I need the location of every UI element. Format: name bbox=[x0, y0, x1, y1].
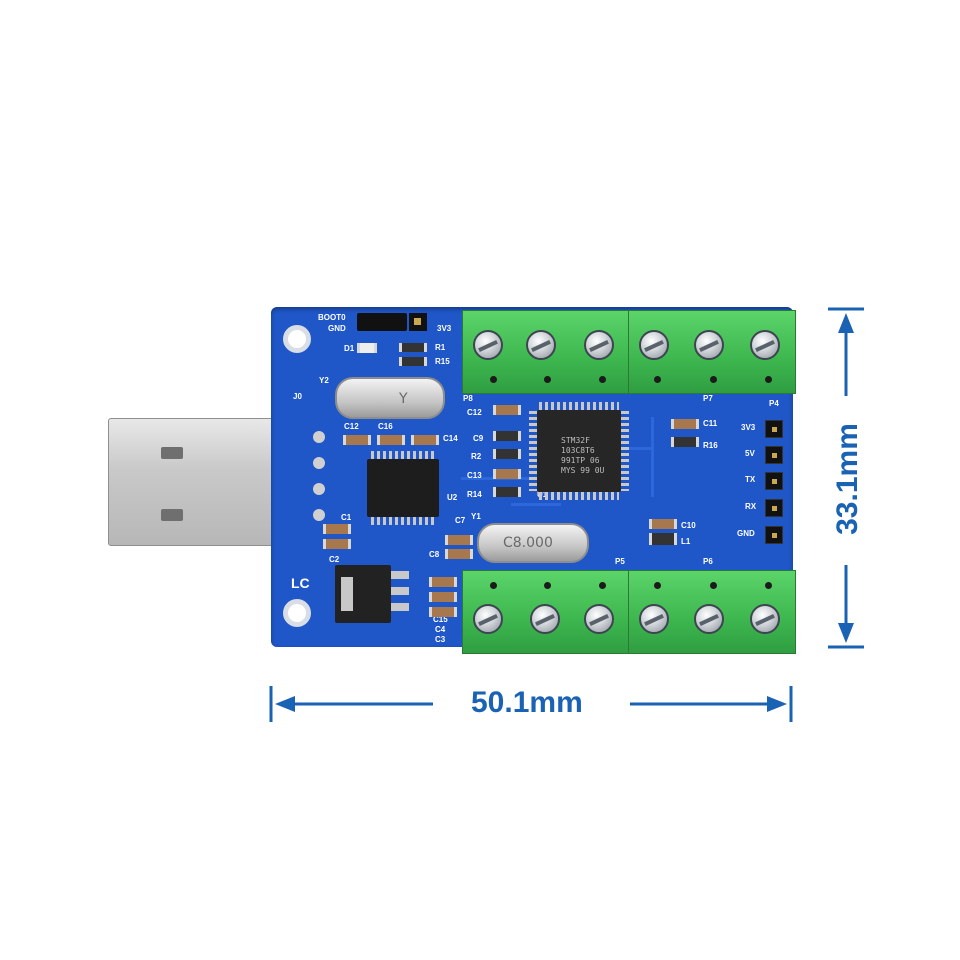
silk-d1: D1 bbox=[344, 344, 355, 353]
terminal-screw bbox=[584, 330, 614, 360]
silk-c15: C15 bbox=[433, 615, 448, 624]
terminal-screw bbox=[473, 330, 503, 360]
header-label-tx: TX bbox=[745, 475, 756, 484]
terminal-screw bbox=[639, 604, 669, 634]
header-pin-rx bbox=[765, 499, 783, 517]
silk-p4: P4 bbox=[769, 399, 779, 408]
silk-c11: C11 bbox=[703, 419, 718, 428]
silk-r2: R2 bbox=[471, 452, 482, 461]
silk-p5: P5 bbox=[615, 557, 625, 566]
terminal-screw bbox=[526, 330, 556, 360]
header-pin-3v3 bbox=[765, 420, 783, 438]
silk-lc-logo: LC bbox=[291, 575, 310, 591]
terminal-screw bbox=[750, 604, 780, 634]
terminal-screw bbox=[694, 604, 724, 634]
silk-boot0: BOOT0 bbox=[318, 313, 346, 322]
silk-c14: C14 bbox=[443, 434, 458, 443]
terminal-screw bbox=[473, 604, 503, 634]
silk-c1: C1 bbox=[341, 513, 352, 522]
silk-c3: C3 bbox=[435, 635, 446, 644]
silk-y1: Y1 bbox=[471, 512, 481, 521]
silk-c9: C9 bbox=[473, 434, 484, 443]
header-pin-5v bbox=[765, 446, 783, 464]
terminal-screw bbox=[694, 330, 724, 360]
width-dimension-label: 50.1mm bbox=[471, 686, 583, 719]
header-pin-tx bbox=[765, 472, 783, 490]
mcu-stm32: STM32F 103C8T6 991TP 06 MYS 99 0U bbox=[537, 410, 621, 492]
header-label-3v3: 3V3 bbox=[741, 423, 756, 432]
crystal-y1: C8.000 bbox=[477, 523, 589, 563]
silk-3v3: 3V3 bbox=[437, 324, 452, 333]
silk-c2: C2 bbox=[329, 555, 340, 564]
boot-jumper bbox=[357, 313, 407, 331]
silk-r15: R15 bbox=[435, 357, 450, 366]
silk-y2: Y2 bbox=[319, 376, 329, 385]
silk-p7: P7 bbox=[703, 394, 713, 403]
silk-c8: C8 bbox=[429, 550, 440, 559]
silk-p6: P6 bbox=[703, 557, 713, 566]
mounting-hole bbox=[283, 325, 311, 353]
header-pin-gnd bbox=[765, 526, 783, 544]
crystal-y2: Y bbox=[335, 377, 445, 419]
silk-p8: P8 bbox=[463, 394, 473, 403]
mcu-marking-line: 991TP 06 bbox=[561, 456, 600, 465]
silk-c7: C7 bbox=[455, 516, 466, 525]
silk-c12b: C12 bbox=[467, 408, 482, 417]
silk-gnd: GND bbox=[328, 324, 346, 333]
terminal-screw bbox=[639, 330, 669, 360]
height-dimension-label: 33.1mm bbox=[830, 423, 864, 535]
usb-serial-chip-u2 bbox=[367, 459, 439, 517]
silk-c16: C16 bbox=[378, 422, 393, 431]
silk-c12: C12 bbox=[344, 422, 359, 431]
terminal-screw bbox=[750, 330, 780, 360]
terminal-screw bbox=[584, 604, 614, 634]
header-label-5v: 5V bbox=[745, 449, 755, 458]
header-label-rx: RX bbox=[745, 502, 757, 511]
led-d1 bbox=[357, 343, 377, 353]
mcu-marking-line: 103C8T6 bbox=[561, 446, 595, 455]
silk-r16: R16 bbox=[703, 441, 718, 450]
usb-plug-window bbox=[161, 509, 183, 521]
silk-l1: L1 bbox=[681, 537, 691, 546]
silk-u2: U2 bbox=[447, 493, 458, 502]
mcu-marking-line: STM32F bbox=[561, 436, 590, 445]
silk-j0: J0 bbox=[293, 392, 302, 401]
terminal-screw bbox=[530, 604, 560, 634]
silk-c10: C10 bbox=[681, 521, 696, 530]
silk-c13: C13 bbox=[467, 471, 482, 480]
usb-plug-window bbox=[161, 447, 183, 459]
silk-r14: R14 bbox=[467, 490, 482, 499]
header-label-gnd: GND bbox=[737, 529, 755, 538]
silk-c4: C4 bbox=[435, 625, 446, 634]
mounting-hole bbox=[283, 599, 311, 627]
silk-r1: R1 bbox=[435, 343, 446, 352]
mcu-marking-line: MYS 99 0U bbox=[561, 466, 605, 475]
